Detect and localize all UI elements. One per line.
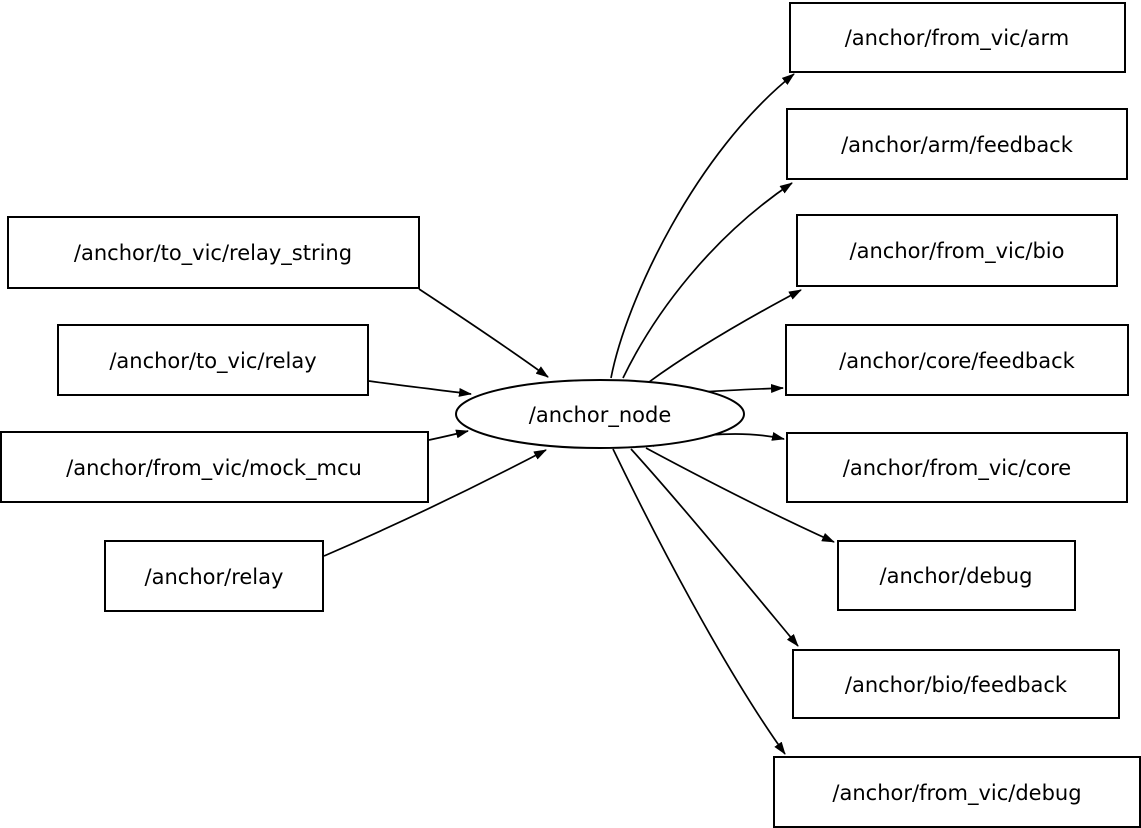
topic-label: /anchor/from_vic/debug <box>832 781 1081 806</box>
topic-node-relay: /anchor/relay <box>104 540 324 612</box>
topic-label: /anchor/from_vic/core <box>843 456 1071 481</box>
topic-box <box>57 324 369 396</box>
edge-from_vic_mock_mcu-to-anchor_node <box>428 429 469 441</box>
topic-node-from_vic_bio: /anchor/from_vic/bio <box>796 214 1118 287</box>
edge-anchor_node-to-from_vic_bio <box>648 289 802 383</box>
topic-box <box>786 432 1128 503</box>
topic-label: /anchor/arm/feedback <box>841 133 1074 157</box>
topic-box <box>7 216 420 289</box>
topic-label: /anchor/to_vic/relay_string <box>74 241 352 266</box>
topic-node-debug: /anchor/debug <box>837 540 1076 611</box>
edge-anchor_node-to-core_feedback <box>702 383 784 393</box>
topic-node-from_vic_debug: /anchor/from_vic/debug <box>773 756 1141 828</box>
edge-anchor_node-to-bio_feedback <box>630 448 799 647</box>
topic-label: /anchor/relay <box>145 565 284 589</box>
topic-box <box>792 649 1120 719</box>
topic-label: /anchor/from_vic/mock_mcu <box>66 456 362 481</box>
topic-label: /anchor/from_vic/arm <box>845 26 1070 51</box>
edge-to_vic_relay_string-to-anchor_node <box>418 288 549 378</box>
topic-box <box>786 108 1128 180</box>
node-ellipse <box>455 379 745 449</box>
topic-label: /anchor/bio/feedback <box>845 673 1068 697</box>
edge-anchor_node-to-from_vic_arm <box>610 73 795 379</box>
topic-node-from_vic_core: /anchor/from_vic/core <box>786 432 1128 503</box>
topic-node-bio_feedback: /anchor/bio/feedback <box>792 649 1120 719</box>
edge-anchor_node-to-arm_feedback <box>622 182 793 379</box>
topic-box <box>789 2 1126 73</box>
topic-node-to_vic_relay_string: /anchor/to_vic/relay_string <box>7 216 420 289</box>
topic-node-arm_feedback: /anchor/arm/feedback <box>786 108 1128 180</box>
edge-anchor_node-to-debug <box>645 447 835 543</box>
topic-label: /anchor/core/feedback <box>839 349 1076 373</box>
topic-node-to_vic_relay: /anchor/to_vic/relay <box>57 324 369 396</box>
edge-to_vic_relay-to-anchor_node <box>368 380 472 397</box>
topic-box <box>773 756 1141 828</box>
topic-box <box>0 431 429 503</box>
topic-box <box>785 324 1129 396</box>
edge-layer <box>323 73 835 755</box>
edge-anchor_node-to-from_vic_debug <box>612 448 786 755</box>
topic-label: /anchor/from_vic/bio <box>850 239 1065 264</box>
topic-box <box>796 214 1118 287</box>
topic-node-from_vic_arm: /anchor/from_vic/arm <box>789 2 1126 73</box>
topic-node-from_vic_mock_mcu: /anchor/from_vic/mock_mcu <box>0 431 429 503</box>
topic-label: /anchor/to_vic/relay <box>109 349 316 374</box>
topic-label: /anchor/debug <box>880 564 1033 588</box>
topic-box <box>104 540 324 612</box>
node-anchor_node: /anchor_node <box>455 379 745 449</box>
node-label: /anchor_node <box>529 403 672 428</box>
edge-relay-to-anchor_node <box>323 449 547 557</box>
topic-box <box>837 540 1076 611</box>
topic-node-core_feedback: /anchor/core/feedback <box>785 324 1129 396</box>
